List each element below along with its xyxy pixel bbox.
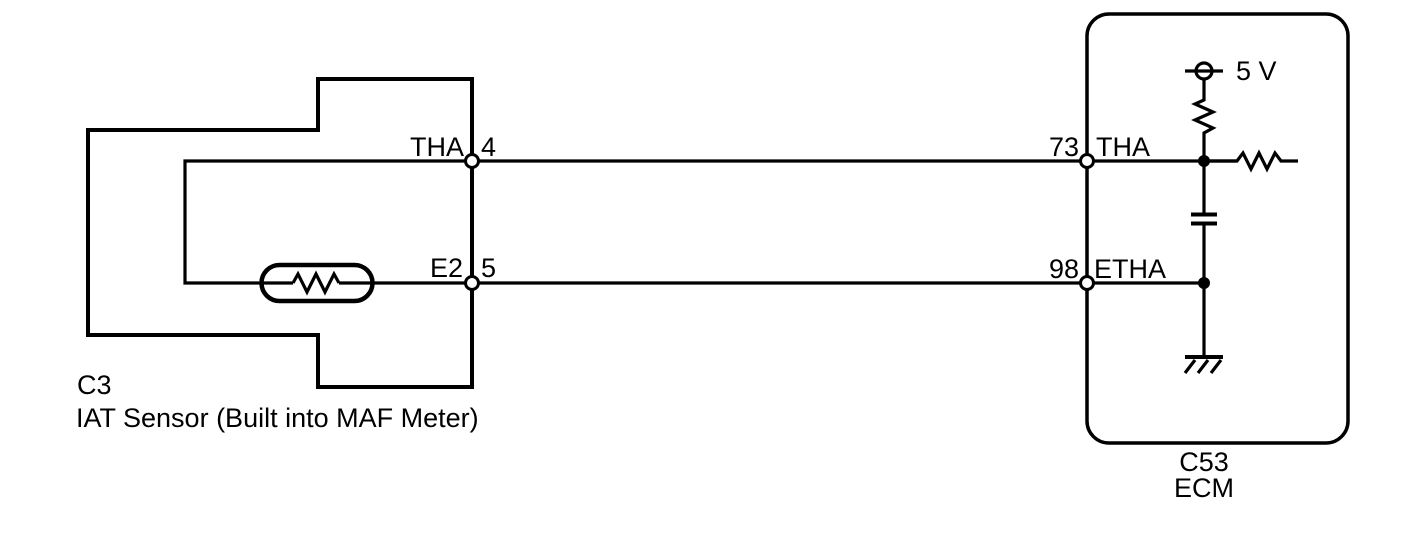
pullup-resistor-icon bbox=[1191, 79, 1217, 213]
junction-dot-tha bbox=[1198, 155, 1210, 167]
capacitor-icon bbox=[1191, 212, 1217, 226]
sensor-internal-wiring bbox=[183, 159, 472, 285]
sensor-pin-tha-label: THA bbox=[410, 132, 464, 162]
sensor-pin-5-circle bbox=[464, 275, 480, 291]
sensor-pin-4-number: 4 bbox=[481, 132, 496, 162]
sensor-connector-id: C3 bbox=[77, 370, 112, 400]
junction-dot-etha bbox=[1198, 277, 1210, 289]
ecm-pin-etha-label: ETHA bbox=[1094, 254, 1166, 284]
ecm-box bbox=[1085, 12, 1350, 445]
ecm-pin-tha-label: THA bbox=[1096, 132, 1150, 162]
thermistor-oval-icon bbox=[259, 262, 375, 304]
ecm-connector-id: C53 bbox=[1179, 447, 1229, 477]
sensor-name-label: IAT Sensor (Built into MAF Meter) bbox=[76, 403, 479, 433]
sensor-pin-4-circle bbox=[464, 153, 480, 169]
sensor-pin-e2-label: E2 bbox=[430, 253, 463, 283]
thermistor-zigzag-icon bbox=[291, 270, 341, 296]
ground-icon bbox=[1183, 355, 1223, 374]
ecm-pin-73-circle bbox=[1079, 153, 1095, 169]
ecm-pin-98-circle bbox=[1079, 275, 1095, 291]
ecm-name-label: ECM bbox=[1174, 473, 1234, 503]
power-source-icon bbox=[1185, 61, 1223, 81]
ecm-pin-73-number: 73 bbox=[1049, 132, 1079, 162]
series-resistor-icon bbox=[1204, 149, 1298, 173]
ecm-pin-98-number: 98 bbox=[1049, 254, 1079, 284]
sensor-pin-5-number: 5 bbox=[481, 253, 496, 283]
iat-sensor-housing-outline bbox=[86, 77, 474, 389]
supply-voltage-label: 5 V bbox=[1236, 56, 1277, 86]
